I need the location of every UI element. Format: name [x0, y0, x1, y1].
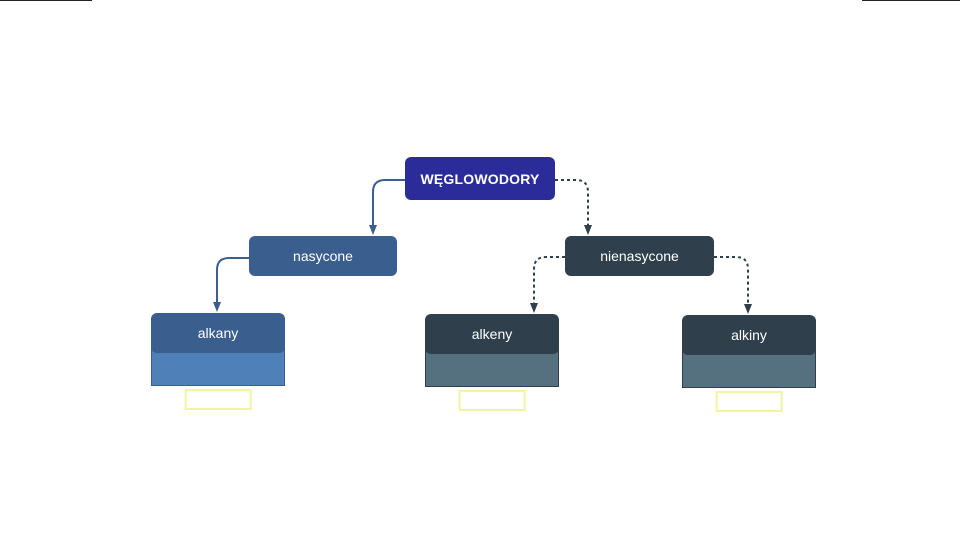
- leaf-label: alkeny: [471, 326, 513, 342]
- branch-label: nasycone: [293, 248, 353, 264]
- leaf-header: alkiny: [682, 315, 816, 355]
- top-right-rule: [862, 0, 960, 1]
- branch-label: nienasycone: [600, 248, 679, 264]
- leaf-node-alkiny: wzór ogólny alkiny: [682, 315, 816, 412]
- formula-link-alkeny[interactable]: wzór ogólny: [458, 390, 526, 411]
- root-label: WĘGLOWODORY: [420, 170, 540, 187]
- leaf-label: alkany: [197, 325, 239, 341]
- top-left-rule: [0, 0, 92, 1]
- leaf-header: alkany: [151, 313, 285, 353]
- branch-node-nasycone: nasycone: [249, 236, 397, 276]
- branch-node-nienasycone: nienasycone: [565, 236, 714, 276]
- leaf-label: alkiny: [731, 327, 767, 343]
- formula-link-alkiny[interactable]: wzór ogólny: [715, 391, 783, 412]
- leaf-header: alkeny: [425, 314, 559, 354]
- connector-root-nienasycone: [555, 179, 592, 235]
- formula-link-alkany[interactable]: wzór ogólny: [184, 389, 252, 410]
- root-node: WĘGLOWODORY: [405, 157, 555, 200]
- connector-nienasycone-alkiny: [714, 256, 752, 314]
- leaf-node-alkeny: wzór ogólny alkeny: [425, 314, 559, 411]
- leaf-node-alkany: wzór ogólny alkany: [151, 313, 285, 410]
- connector-root-nasycone: [369, 179, 405, 235]
- connector-nasycone-alkany: [213, 257, 249, 312]
- connector-nienasycone-alkeny: [530, 256, 565, 313]
